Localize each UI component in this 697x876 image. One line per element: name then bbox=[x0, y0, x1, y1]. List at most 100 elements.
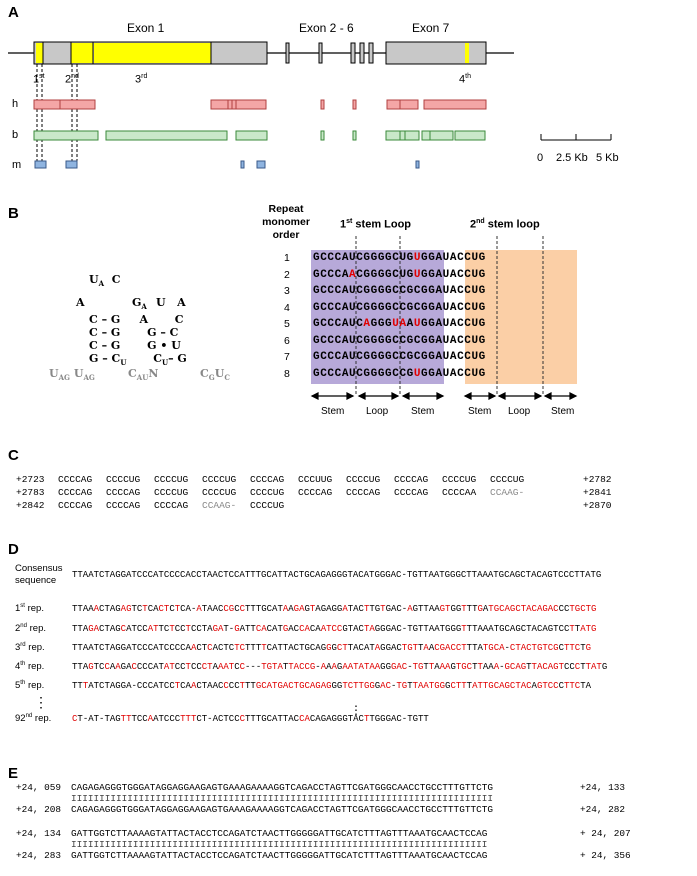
rep-sequence: TTTATCTAGGA-CCCATCCTCAACTAACCCCTTTGCATGA… bbox=[72, 681, 591, 691]
bottom-label-loop-2: Loop bbox=[508, 406, 531, 417]
repeat-group: CCCCAG bbox=[394, 487, 429, 498]
repeat-group: CCCCAG bbox=[298, 487, 333, 498]
repeat-number: 3 bbox=[284, 285, 290, 297]
repeat-sequence: GCCCAACGGGGCUGUGGAUACCUG bbox=[313, 268, 486, 281]
struct-l4: C – G G – C bbox=[89, 326, 179, 339]
ordinal-1st: 1st bbox=[33, 73, 45, 86]
repeat-number: 5 bbox=[284, 318, 290, 330]
rep-label: 92nd rep. bbox=[15, 713, 52, 725]
struct-top: UA C bbox=[89, 273, 121, 289]
row-end-pos: +2870 bbox=[583, 500, 612, 511]
panel-label-e: E bbox=[8, 765, 19, 782]
align-bot-end: + 24, 356 bbox=[580, 850, 631, 861]
align-bot-seq: GATTGGTCTTAAAAGTATTACTACCTCCAGATCTAACTTG… bbox=[71, 850, 488, 861]
bottom-label-stem-3: Stem bbox=[468, 406, 492, 417]
repeat-number: 2 bbox=[284, 268, 290, 281]
struct-l2c: U A bbox=[156, 296, 186, 309]
repeat-group: CCCCAG bbox=[58, 474, 93, 485]
repeat-number: 8 bbox=[284, 367, 290, 380]
bottom-label-stem-1: Stem bbox=[321, 406, 345, 417]
repeat-sequence: GCCCAUCAGGGUAAUGGAUACCUG bbox=[313, 318, 486, 330]
scale-label-5kb: 5 Kb bbox=[596, 152, 619, 164]
repeat-group: CCCCUG bbox=[250, 500, 285, 511]
align-top-start: +24, 059 bbox=[16, 782, 62, 793]
track-label-h: h bbox=[12, 98, 19, 110]
repeat-order-header: Repeat monomer order bbox=[262, 203, 310, 241]
exon1-yellow-1 bbox=[36, 43, 43, 63]
repeat-number: 1 bbox=[284, 252, 290, 264]
consensus-label: Consensus sequence bbox=[15, 563, 63, 586]
row-start-pos: +2783 bbox=[16, 487, 45, 498]
repeat-group: CCCCUG bbox=[490, 474, 525, 485]
repeat-group: CCCCAG bbox=[58, 487, 93, 498]
repeat-sequence: GCCCAUCGGGGCCGCGGAUACCUG bbox=[313, 285, 486, 297]
repeat-group: CCCCUG bbox=[154, 487, 189, 498]
consensus-sequence: TTAATCTAGGATCCCATCCCCACCTAACTCCATTTGCATT… bbox=[72, 570, 602, 580]
rep-sequence: TTAAACTAGAGTCTCACTCTCA-ATAACCGCCTTTGCATA… bbox=[72, 604, 597, 614]
repeat-group: CCCCAG bbox=[106, 487, 141, 498]
align-top-end: + 24, 207 bbox=[580, 828, 631, 839]
repeat-group: CCCCAG bbox=[58, 500, 93, 511]
row-end-pos: +2841 bbox=[583, 487, 612, 498]
panel-label-d: D bbox=[8, 541, 19, 558]
exon1-yellow-3 bbox=[94, 43, 211, 63]
bottom-label-stem-4: Stem bbox=[551, 406, 575, 417]
exon5-box bbox=[359, 42, 365, 64]
panel-label-a: A bbox=[8, 4, 19, 21]
track-m-bars bbox=[34, 160, 420, 169]
align-bot-start: +24, 208 bbox=[16, 804, 62, 815]
repeat-group: CCCCAA bbox=[442, 487, 477, 498]
repeat-sequence: GCCCAUCGGGGCCGCGGAUACCUG bbox=[313, 334, 486, 347]
align-top-seq: CAGAGAGGGTGGGATAGGAGGAAGAGTGAAAGAAAAGGTC… bbox=[71, 782, 493, 793]
repeat-group: CCCCUG bbox=[106, 474, 141, 485]
ordinal-2nd: 2nd bbox=[65, 73, 79, 86]
exon3-box bbox=[318, 42, 323, 64]
repeat-sequence: GCCCAUCGGGGCUGUGGAUACCUG bbox=[313, 252, 486, 264]
align-top-start: +24, 134 bbox=[16, 828, 62, 839]
repeat-group: CCCCUG bbox=[154, 474, 189, 485]
panel-label-c: C bbox=[8, 447, 19, 464]
row-end-pos: +2782 bbox=[583, 474, 612, 485]
repeat-group: CCCCUG bbox=[442, 474, 477, 485]
align-bars: IIIIIIIIIIIIIIIIIIIIIIIIIIIIIIIIIIIIIIII… bbox=[71, 839, 488, 850]
ordinal-4th: 4th bbox=[459, 73, 471, 86]
row-start-pos: +2842 bbox=[16, 500, 45, 511]
exon2-box bbox=[285, 42, 290, 64]
align-bot-end: +24, 282 bbox=[580, 804, 626, 815]
repeat-sequence: GCCCAUCGGGGCCGCGGAUACCUG bbox=[313, 301, 486, 314]
exon1-label: Exon 1 bbox=[127, 21, 165, 35]
struct-l6: G – CU CU– G bbox=[89, 352, 187, 368]
repeat-group: CCCCAG bbox=[346, 487, 381, 498]
first-stem-loop-header: 1st stem Loop bbox=[340, 218, 412, 231]
repeat-group: CCCCAG bbox=[394, 474, 429, 485]
rep-label: 5th rep. bbox=[15, 680, 45, 692]
second-stem-loop-header: 2nd stem loop bbox=[470, 218, 540, 231]
repeat-group: CCCCUG bbox=[202, 474, 237, 485]
repeat-number: 6 bbox=[284, 334, 290, 347]
rep-label: 1st rep. bbox=[15, 603, 44, 615]
rep-sequence: CT-AT-TAGTTTCCAATCCCTTTCT-ACTCCCTTTGCATT… bbox=[72, 714, 429, 724]
exon7-box bbox=[385, 41, 487, 65]
scale-label-0: 0 bbox=[537, 152, 544, 164]
repeat-group: CCCCUG bbox=[346, 474, 381, 485]
struct-l3: C – G A C bbox=[89, 313, 184, 326]
exon2-6-label: Exon 2 - 6 bbox=[299, 21, 354, 35]
repeat-sequence: GCCCAUCGGGGCCGUGGAUACCUG bbox=[313, 367, 486, 380]
repeat-group: CCCCUG bbox=[202, 487, 237, 498]
exon4-box bbox=[350, 42, 356, 64]
stem-loop-dividers bbox=[310, 236, 578, 400]
track-label-b: b bbox=[12, 129, 19, 141]
bottom-label-stem-2: Stem bbox=[411, 406, 435, 417]
rep-sequence: TTAGTCCAAGACCCCATATCCTCCCTAAATCC---TGTAT… bbox=[72, 662, 608, 672]
rep-label: 3rd rep. bbox=[15, 642, 45, 654]
repeat-group: CCCUUG bbox=[298, 474, 333, 485]
gene-structure-diagram bbox=[8, 41, 612, 169]
ordinal-3rd: 3rd bbox=[135, 73, 148, 86]
repeat-number: 4 bbox=[284, 301, 290, 314]
rep-sequence: TTAATCTAGGATCCCATCCCCAACTCACTCTCTTTTCATT… bbox=[72, 643, 591, 653]
scale-label-2-5kb: 2.5 Kb bbox=[556, 152, 588, 164]
bottom-label-loop-1: Loop bbox=[366, 406, 389, 417]
exon1-yellow-2 bbox=[71, 43, 93, 63]
track-label-m: m bbox=[12, 159, 22, 171]
align-bot-seq: CAGAGAGGGTGGGATAGGAGGAAGAGTGAAAGAAAAGGTC… bbox=[71, 804, 493, 815]
